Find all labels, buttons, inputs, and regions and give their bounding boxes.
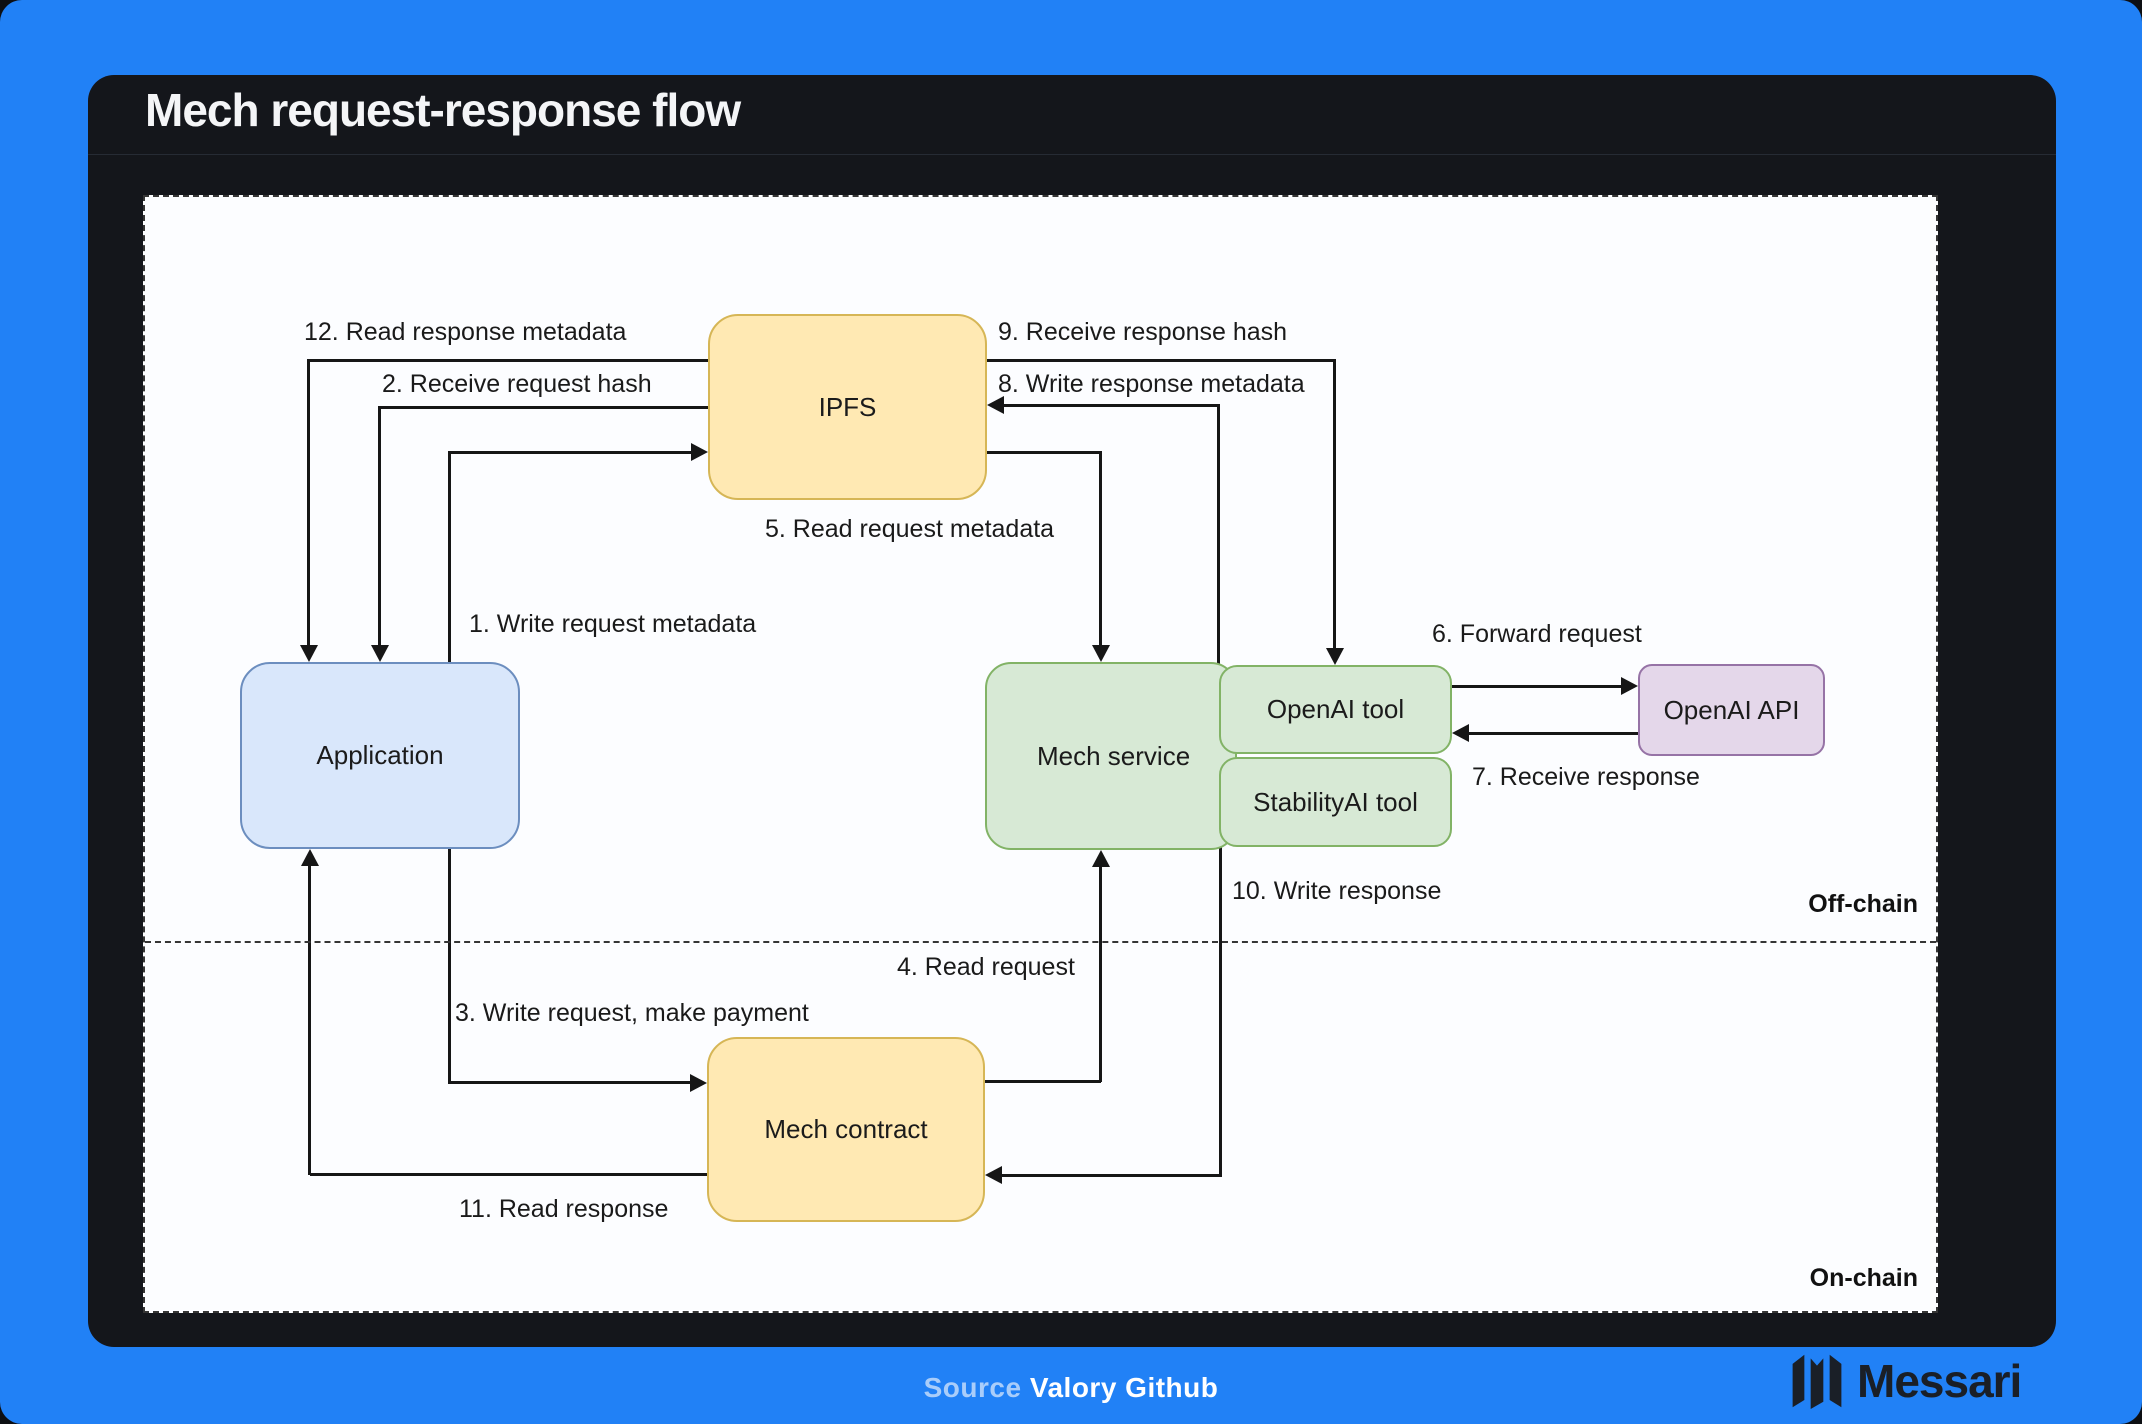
edge-line-2	[378, 406, 381, 646]
node-mech-service-label: Mech service	[1037, 740, 1191, 771]
node-ipfs-label: IPFS	[818, 391, 877, 422]
edge-label-6: 6. Forward request	[1432, 620, 1642, 648]
page-title: Mech request-response flow	[145, 84, 741, 136]
edge-label-3: 3. Write request, make payment	[455, 999, 809, 1027]
flow-diagram-area: IPFS Application Mech service OpenAI too…	[143, 195, 1938, 1313]
edge-line-5	[987, 451, 1101, 454]
node-openai-api-label: OpenAI API	[1663, 694, 1800, 725]
edge-line-12	[309, 359, 708, 362]
edge-label-9: 9. Receive response hash	[998, 318, 1288, 346]
messari-logo-icon	[1792, 1354, 1842, 1409]
arrowhead-6	[1621, 677, 1638, 695]
node-stabilityai-tool-label: StabilityAI tool	[1253, 786, 1418, 817]
edge-line-11	[308, 865, 311, 1175]
chart-panel: Mech request-response flow	[88, 75, 2056, 1347]
source-name: Valory Github	[1029, 1372, 1219, 1403]
arrowhead-2	[371, 645, 389, 662]
chain-boundary-divider	[145, 941, 1936, 943]
edge-line-3	[448, 849, 451, 1084]
edge-line-4	[985, 1080, 1101, 1083]
edge-line-4	[1099, 865, 1102, 1082]
arrowhead-11	[301, 849, 319, 866]
node-application: Application	[240, 662, 520, 849]
edge-label-2: 2. Receive request hash	[382, 370, 652, 398]
messari-brand-text: Messari	[1857, 1355, 2022, 1407]
footer: Source Valory Github	[0, 1372, 2142, 1404]
edge-line-10	[1219, 847, 1222, 1177]
edge-label-4: 4. Read request	[897, 953, 1075, 981]
arrowhead-8	[987, 396, 1004, 414]
arrowhead-9	[1326, 648, 1344, 665]
edge-line-8	[1217, 404, 1220, 665]
edge-line-3	[450, 1081, 691, 1084]
source-label: Source	[923, 1372, 1022, 1403]
edge-line-9	[1333, 359, 1336, 649]
node-ipfs: IPFS	[708, 314, 987, 500]
arrowhead-3	[690, 1074, 707, 1092]
edge-line-1	[448, 451, 451, 662]
edge-line-11	[310, 1173, 707, 1176]
arrowhead-1	[691, 443, 708, 461]
edge-line-9	[987, 359, 1335, 362]
edge-line-12	[307, 359, 310, 646]
edge-line-10	[1001, 1174, 1221, 1177]
edge-label-11: 11. Read response	[459, 1195, 669, 1223]
edge-line-2	[380, 406, 708, 409]
node-mech-service: Mech service	[985, 662, 1237, 850]
edge-line-8	[1003, 404, 1219, 407]
edge-line-7	[1468, 732, 1646, 735]
node-openai-tool: OpenAI tool	[1219, 665, 1452, 754]
edge-label-8: 8. Write response metadata	[998, 370, 1305, 398]
edge-label-10: 10. Write response	[1232, 877, 1442, 905]
zone-label-offchain: Off-chain	[1808, 890, 1918, 918]
arrowhead-10	[985, 1166, 1002, 1184]
node-stabilityai-tool: StabilityAI tool	[1219, 757, 1452, 847]
node-openai-api: OpenAI API	[1638, 664, 1825, 756]
edge-label-12: 12. Read response metadata	[304, 318, 627, 346]
arrowhead-4	[1092, 850, 1110, 867]
edge-label-5: 5. Read request metadata	[765, 515, 1055, 543]
zone-label-onchain: On-chain	[1809, 1264, 1918, 1292]
node-mech-contract: Mech contract	[707, 1037, 985, 1222]
messari-brand: Messari	[1791, 1352, 2022, 1410]
node-mech-contract-label: Mech contract	[764, 1114, 928, 1144]
node-openai-tool-label: OpenAI tool	[1266, 694, 1405, 724]
arrowhead-5	[1092, 645, 1110, 662]
edge-line-1	[450, 451, 693, 454]
node-application-label: Application	[316, 740, 444, 770]
edge-line-5	[1099, 451, 1102, 646]
edge-label-1: 1. Write request metadata	[469, 610, 757, 638]
edge-line-6	[1452, 685, 1622, 688]
header-divider	[88, 154, 2056, 155]
arrowhead-12	[300, 645, 318, 662]
arrowhead-7	[1452, 724, 1469, 742]
edge-label-7: 7. Receive response	[1472, 763, 1700, 791]
